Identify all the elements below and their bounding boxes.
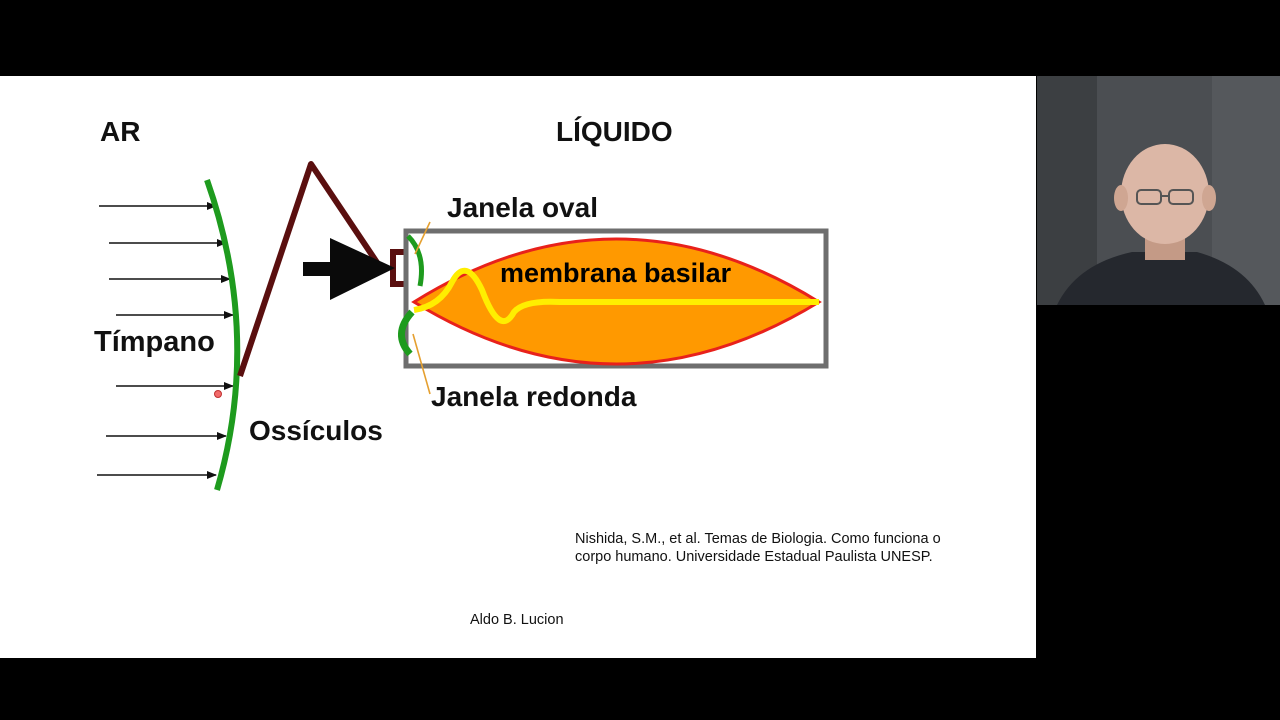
round-window-label: Janela redonda (431, 381, 636, 413)
eardrum-label: Tímpano (94, 326, 215, 359)
citation-line: Nishida, S.M., et al. Temas de Biologia.… (575, 530, 975, 548)
ossicles-label: Ossículos (249, 415, 383, 447)
force-arrow-icon (303, 238, 395, 300)
presenter-webcam (1037, 76, 1280, 305)
basilar-membrane-label: membrana basilar (500, 258, 731, 289)
presenter-video-icon (1037, 76, 1280, 305)
ear-diagram (0, 76, 1036, 658)
liquid-label: LÍQUIDO (556, 116, 673, 148)
laser-pointer-dot (214, 390, 222, 398)
air-label: AR (100, 116, 140, 148)
citation-line: corpo humano. Universidade Estadual Paul… (575, 548, 975, 566)
presentation-slide: AR LÍQUIDO Janela oval membrana basilar … (0, 76, 1036, 658)
author-credit: Aldo B. Lucion (470, 612, 564, 628)
citation: Nishida, S.M., et al. Temas de Biologia.… (575, 530, 975, 566)
oval-window-label: Janela oval (447, 192, 598, 224)
